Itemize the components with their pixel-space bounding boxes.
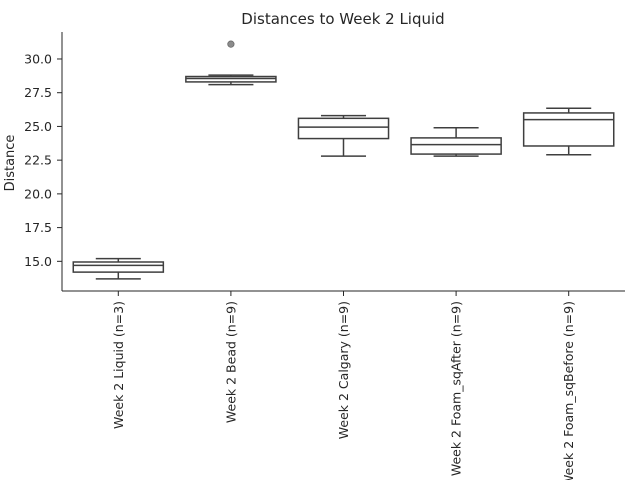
outlier-point	[227, 40, 235, 48]
y-axis-label: Distance	[3, 135, 18, 192]
x-tick-label: Week 2 Liquid (n=3)	[111, 301, 126, 429]
x-tick-label: Week 2 Foam_sqAfter (n=9)	[449, 301, 464, 476]
box-iqr	[410, 137, 502, 155]
y-tick-label: 17.5	[24, 220, 52, 235]
chart-title: Distances to Week 2 Liquid	[241, 10, 444, 28]
y-tick-label: 25.0	[24, 119, 52, 134]
x-tick-label: Week 2 Bead (n=9)	[223, 301, 238, 423]
box-group	[522, 107, 615, 156]
box-group	[72, 257, 165, 280]
x-tick-label: Week 2 Foam_sqBefore (n=9)	[561, 301, 576, 480]
x-axis-ticks: Week 2 Liquid (n=3) Week 2 Bead (n=9) Week…	[111, 291, 576, 480]
box-group	[297, 114, 390, 157]
y-tick-label: 27.5	[24, 85, 52, 100]
box-series	[72, 40, 615, 280]
y-tick-label: 15.0	[24, 254, 52, 269]
y-tick-label: 30.0	[24, 51, 52, 66]
y-axis-ticks: 15.0 17.5 20.0 22.5 25.0 27.5 30.0	[24, 51, 62, 269]
x-tick-label: Week 2 Calgary (n=9)	[336, 301, 351, 439]
box-group	[410, 127, 502, 157]
box-iqr	[297, 117, 390, 140]
box-iqr	[72, 261, 165, 273]
box-group	[185, 40, 277, 86]
y-tick-label: 20.0	[24, 186, 52, 201]
y-tick-label: 22.5	[24, 153, 52, 168]
box-iqr	[522, 112, 615, 147]
